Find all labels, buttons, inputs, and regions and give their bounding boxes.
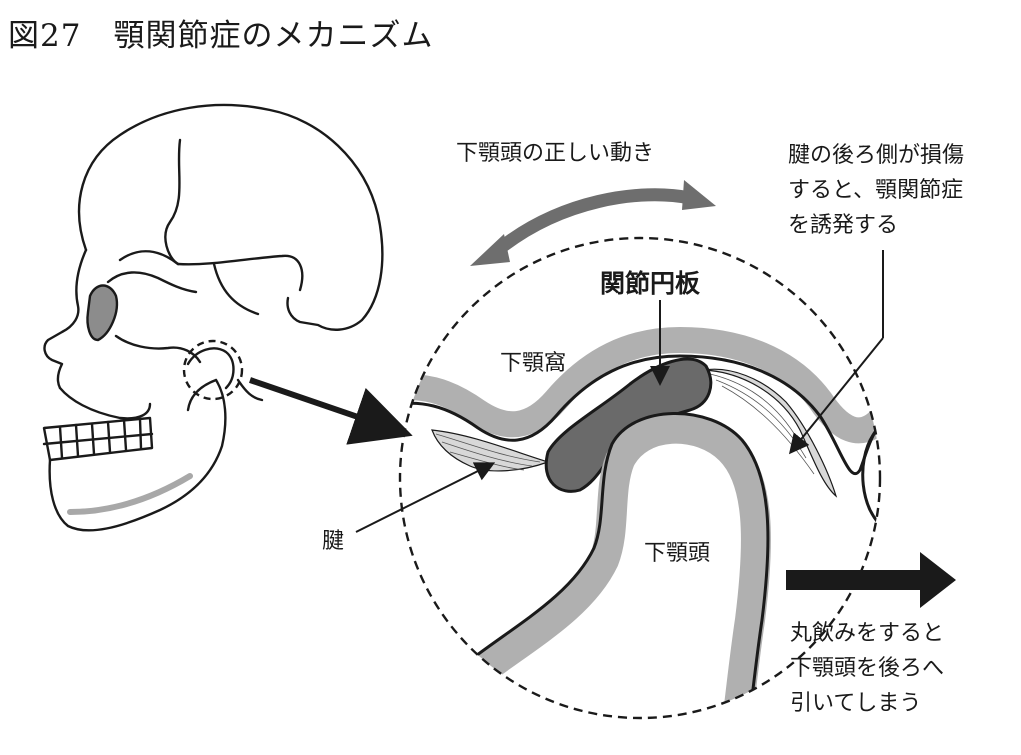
figure-title: 図27 顎関節症のメカニズム [8,18,434,54]
magnify-pointer-arrow [249,377,413,445]
magnified-dashed-circle [398,236,882,720]
tendon-damage-pointer [788,337,884,455]
skull-illustration [42,103,384,532]
tendon-pointer [355,462,496,533]
label-tendon: 腱 [322,529,345,554]
swallow-pull-arrow [786,552,956,608]
label-tendon-damage: 腱の後ろ側が損傷 すると、顎関節症 を誘発する [788,143,965,238]
jaw-joint-magnified-circle [400,326,880,718]
label-condyle: 下顎頭 [644,541,711,566]
curved-double-arrow [470,180,716,266]
joint-focus-circle [182,339,244,401]
label-mandibular-fossa: 下顎窩 [500,351,567,376]
label-articular-disc: 関節円板 [600,269,701,298]
label-swallowing: 丸飲みをすると 下顎頭を後ろへ 引いてしまう [790,621,945,716]
label-correct-motion: 下顎頭の正しい動き [456,141,655,166]
